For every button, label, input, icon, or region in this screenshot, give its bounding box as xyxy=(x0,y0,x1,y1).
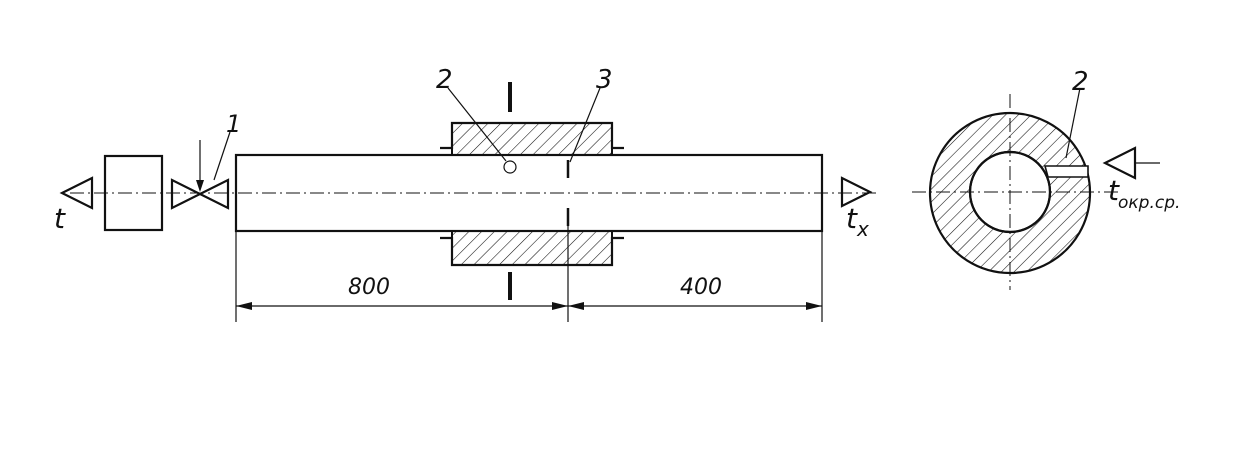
dim-arrow-2 xyxy=(552,302,568,310)
dimension-400: 400 xyxy=(680,275,722,300)
inlet-flow-arrow xyxy=(59,176,94,210)
callout-3: 3 xyxy=(596,65,613,95)
callout-2-section-leader xyxy=(1065,87,1081,159)
thermocouple-1-left xyxy=(170,178,203,210)
thermocouple-1-arrowhead xyxy=(196,180,204,192)
heater-bottom xyxy=(451,230,613,266)
mixer-box xyxy=(103,154,164,232)
thermocouple-1-right xyxy=(197,178,230,210)
ambient-temperature-subscript: окр.ср. xyxy=(1118,193,1180,213)
callout-1-leader xyxy=(213,131,231,181)
dim-arrow-3 xyxy=(568,302,584,310)
dim-arrow-1 xyxy=(236,302,252,310)
outlet-temperature-label: t xyxy=(846,202,858,235)
callout-2-section: 2 xyxy=(1072,67,1089,97)
callout-2-leader xyxy=(447,87,507,162)
inlet-temperature-label: t xyxy=(54,202,66,235)
ambient-temperature-label: t xyxy=(1108,174,1120,207)
outlet-temperature-subscript: x xyxy=(856,217,869,241)
section-pipe-bore xyxy=(968,150,1052,234)
section-thermocouple-channel xyxy=(1043,165,1089,178)
dim-arrow-4 xyxy=(806,302,822,310)
heater-top xyxy=(451,122,613,156)
dimension-800: 800 xyxy=(348,275,390,300)
outlet-flow-arrow xyxy=(840,176,873,208)
callout-3-leader xyxy=(569,87,601,163)
callout-1: 1 xyxy=(226,110,241,138)
thermocouple-2 xyxy=(503,160,517,174)
callout-2: 2 xyxy=(436,65,453,95)
